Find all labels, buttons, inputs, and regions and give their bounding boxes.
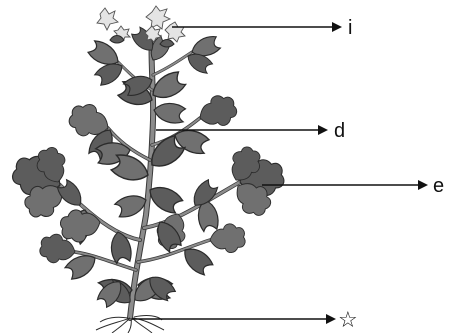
label-pointer-flowers xyxy=(172,22,342,32)
label-stem: d xyxy=(334,120,345,142)
label-pointer-root xyxy=(132,314,336,324)
label-flowers: i xyxy=(348,17,352,39)
label-leaf: e xyxy=(433,175,444,197)
plant-leaves xyxy=(8,26,286,309)
label-root: ☆ xyxy=(338,308,358,333)
plant-stem xyxy=(60,30,240,318)
label-pointer-leaf xyxy=(262,180,428,190)
plant-roots xyxy=(96,316,164,333)
